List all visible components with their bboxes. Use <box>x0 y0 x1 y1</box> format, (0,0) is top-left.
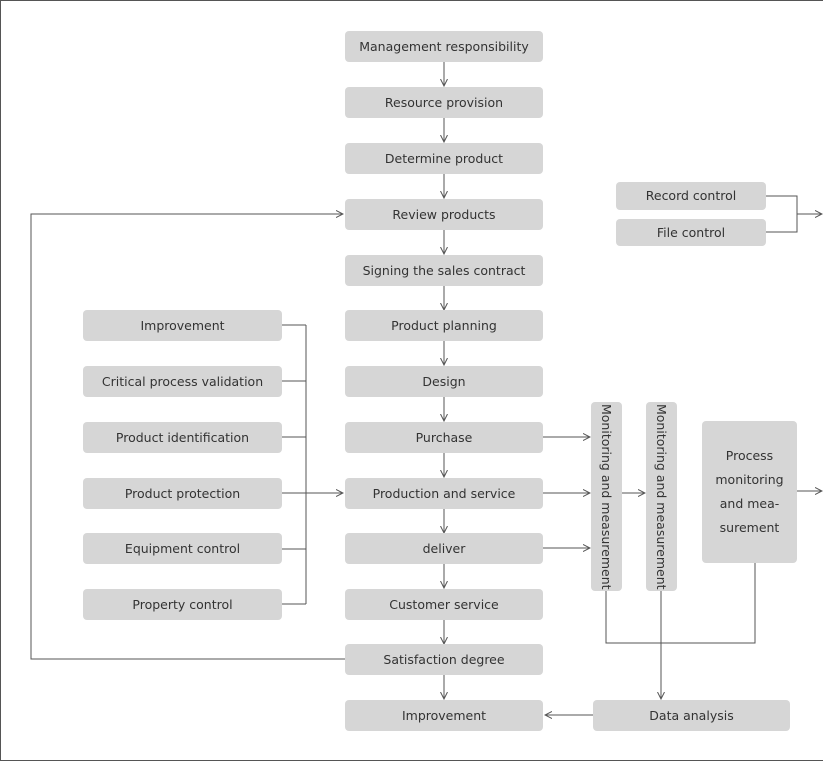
box-monitoring-measurement-2: Monitoring and measurement <box>646 402 677 591</box>
box-customer-service: Customer service <box>345 589 543 620</box>
box-signing-sales-contract: Signing the sales contract <box>345 255 543 286</box>
box-production-and-service: Production and service <box>345 478 543 509</box>
box-input-improvement: Improvement <box>83 310 282 341</box>
box-design: Design <box>345 366 543 397</box>
box-improvement-final: Improvement <box>345 700 543 731</box>
box-review-products: Review products <box>345 199 543 230</box>
arrow-feedback-loop <box>30 214 345 660</box>
box-resource-provision: Resource provision <box>345 87 543 118</box>
process-line-4: surement <box>719 520 780 535</box>
box-input-product-identification: Product identification <box>83 422 282 453</box>
box-product-planning: Product planning <box>345 310 543 341</box>
box-deliver: deliver <box>345 533 543 564</box>
box-management-responsibility: Management responsibility <box>345 31 543 62</box>
box-purchase: Purchase <box>345 422 543 453</box>
box-record-control: Record control <box>616 182 766 210</box>
box-input-critical-process-validation: Critical process validation <box>83 366 282 397</box>
monitoring-2-label: Monitoring and measurement <box>654 403 669 590</box>
box-monitoring-measurement-1: Monitoring and measurement <box>591 402 622 591</box>
process-line-1: Process <box>725 448 774 463</box>
box-input-product-protection: Product protection <box>83 478 282 509</box>
box-determine-product: Determine product <box>345 143 543 174</box>
monitoring-1-label: Monitoring and measurement <box>599 403 614 590</box>
box-input-property-control: Property control <box>83 589 282 620</box>
box-input-equipment-control: Equipment control <box>83 533 282 564</box>
process-line-3: and mea- <box>719 496 780 511</box>
box-file-control: File control <box>616 219 766 246</box>
box-process-monitoring: Process monitoring and mea- surement <box>702 421 797 563</box>
connector-monitor-process <box>605 563 756 644</box>
process-line-2: monitoring <box>715 472 784 487</box>
box-satisfaction-degree: Satisfaction degree <box>345 644 543 675</box>
box-data-analysis: Data analysis <box>593 700 790 731</box>
